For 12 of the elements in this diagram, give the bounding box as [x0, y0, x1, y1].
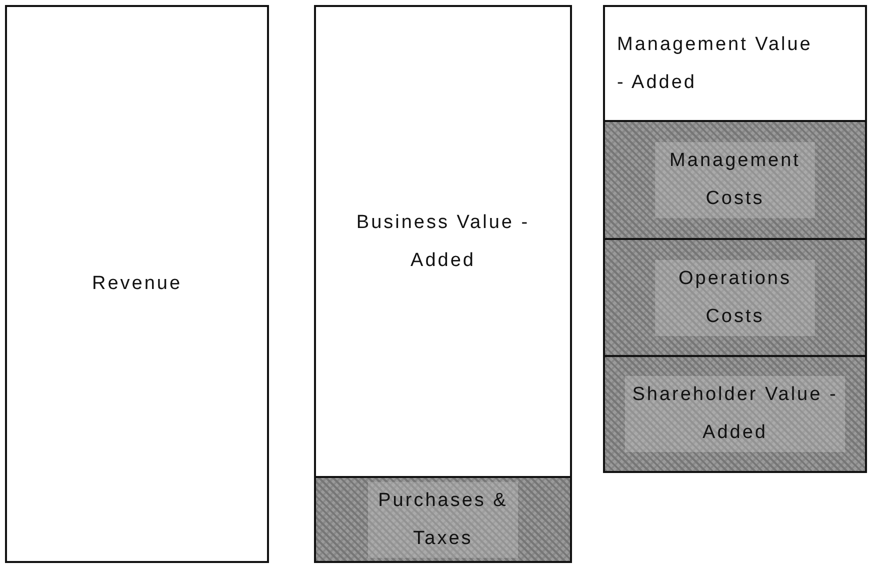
- cost-block: [603, 120, 867, 240]
- block-label: Business Value - Added: [355, 210, 531, 272]
- revenue-block: [5, 5, 269, 563]
- block-label: Operations Costs: [655, 260, 815, 336]
- cost-block: [603, 238, 867, 357]
- block-label: Management Value - Added: [617, 32, 814, 94]
- block-label: Revenue: [92, 272, 182, 296]
- cost-block: [314, 476, 572, 563]
- value-block: [603, 355, 867, 473]
- block-label: Purchases & Taxes: [368, 482, 518, 558]
- block-label: Management Costs: [655, 142, 815, 218]
- block-label: Shareholder Value - Added: [625, 376, 845, 452]
